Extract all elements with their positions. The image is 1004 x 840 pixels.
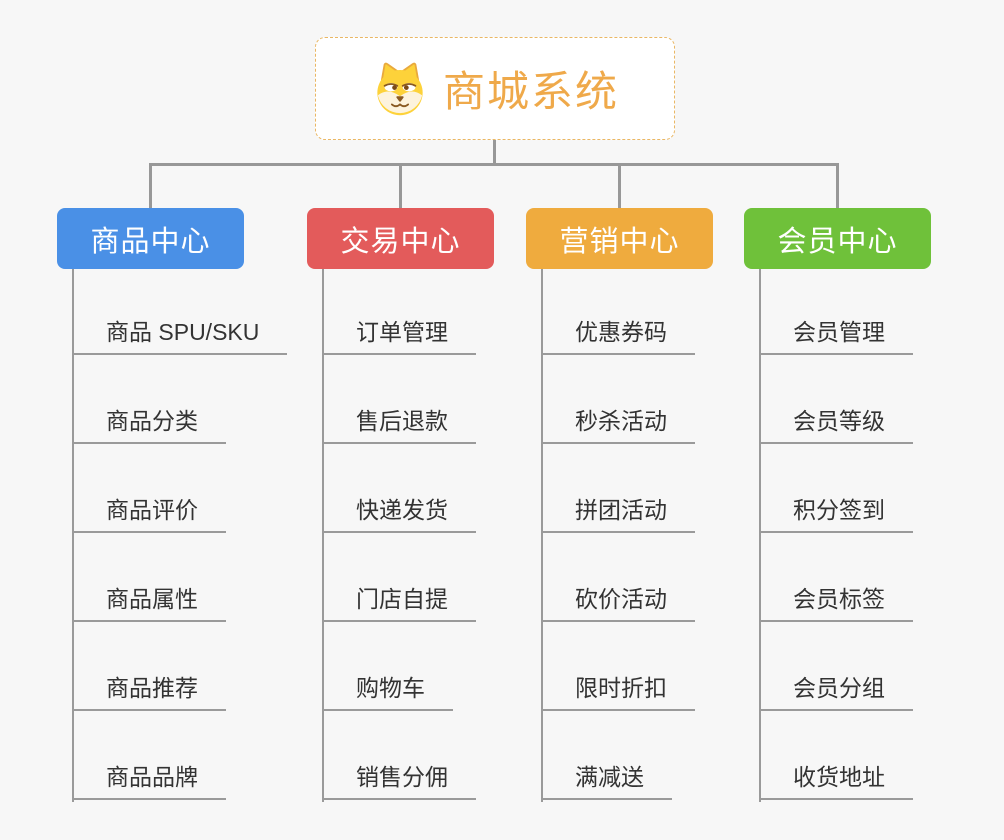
- leaf-node[interactable]: 门店自提: [322, 584, 476, 622]
- connector-line: [149, 163, 839, 166]
- leaf-node[interactable]: 商品评价: [72, 495, 226, 533]
- leaf-node[interactable]: 秒杀活动: [541, 406, 695, 444]
- leaf-node[interactable]: 订单管理: [322, 317, 476, 355]
- connector-line: [618, 163, 621, 208]
- leaf-node[interactable]: 优惠券码: [541, 317, 695, 355]
- branch-node-1[interactable]: 商品中心: [57, 208, 244, 269]
- leaf-node[interactable]: 满减送: [541, 762, 672, 800]
- leaf-node[interactable]: 商品属性: [72, 584, 226, 622]
- leaf-node[interactable]: 商品推荐: [72, 673, 226, 711]
- dog-face-icon: [371, 60, 429, 118]
- leaf-node[interactable]: 会员管理: [759, 317, 913, 355]
- leaf-node[interactable]: 商品分类: [72, 406, 226, 444]
- leaf-node[interactable]: 商品 SPU/SKU: [72, 317, 288, 355]
- branch-node-2[interactable]: 交易中心: [307, 208, 494, 269]
- root-title: 商城系统: [442, 68, 619, 115]
- leaf-node[interactable]: 拼团活动: [541, 495, 695, 533]
- connector-line: [399, 163, 402, 208]
- connector-line: [541, 269, 543, 802]
- connector-line: [72, 269, 74, 802]
- connector-line: [493, 140, 496, 166]
- connector-line: [322, 269, 324, 802]
- connector-line: [759, 269, 761, 802]
- leaf-node[interactable]: 会员分组: [759, 673, 913, 711]
- leaf-node[interactable]: 售后退款: [322, 406, 476, 444]
- leaf-node[interactable]: 购物车: [322, 673, 453, 711]
- connector-line: [836, 163, 839, 208]
- leaf-node[interactable]: 会员等级: [759, 406, 913, 444]
- leaf-node[interactable]: 收货地址: [759, 762, 913, 800]
- leaf-node[interactable]: 砍价活动: [541, 584, 695, 622]
- root-node[interactable]: 商城系统: [315, 37, 675, 140]
- leaf-node[interactable]: 会员标签: [759, 584, 913, 622]
- leaf-node[interactable]: 限时折扣: [541, 673, 695, 711]
- leaf-node[interactable]: 快递发货: [322, 495, 476, 533]
- leaf-node[interactable]: 销售分佣: [322, 762, 476, 800]
- connector-line: [149, 163, 152, 208]
- leaf-node[interactable]: 商品品牌: [72, 762, 226, 800]
- branch-node-3[interactable]: 营销中心: [526, 208, 713, 269]
- branch-node-4[interactable]: 会员中心: [744, 208, 931, 269]
- leaf-node[interactable]: 积分签到: [759, 495, 913, 533]
